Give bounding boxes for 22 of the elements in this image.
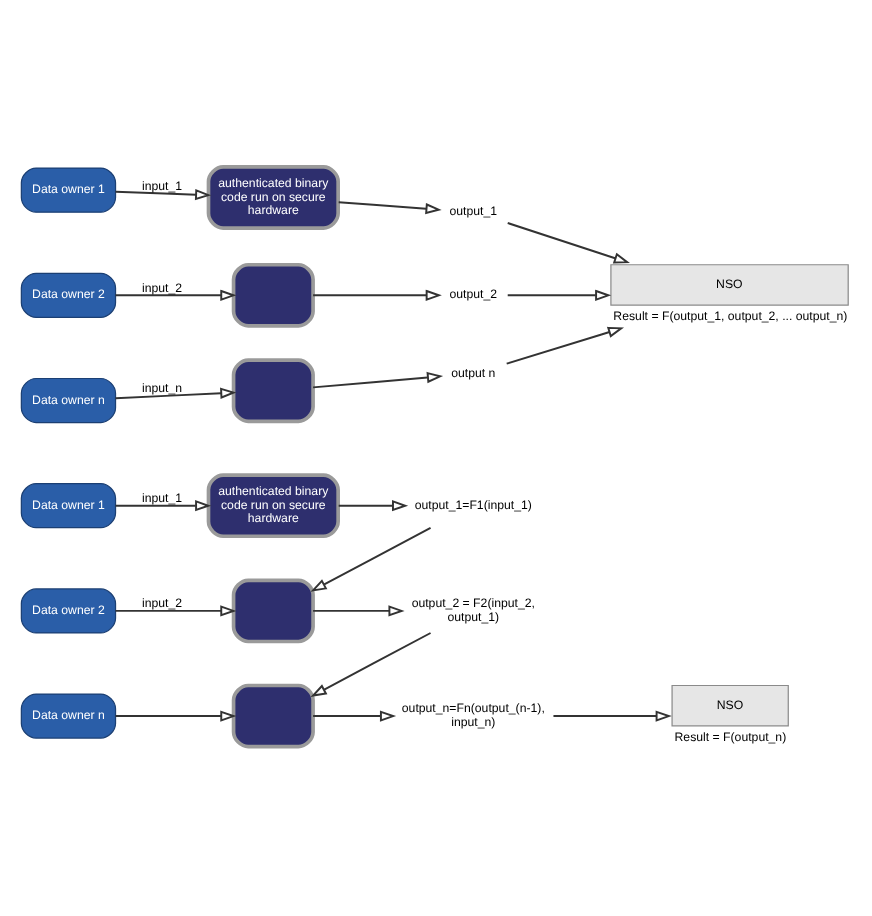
node-monitor bbox=[231, 262, 315, 328]
node-monitor bbox=[231, 683, 315, 749]
arrow bbox=[312, 710, 397, 722]
arrow bbox=[312, 289, 442, 301]
arrow bbox=[114, 605, 237, 617]
arrow bbox=[114, 289, 237, 301]
arrow bbox=[114, 387, 237, 400]
node-monitor bbox=[231, 358, 315, 424]
arrow bbox=[114, 189, 212, 201]
arrow bbox=[310, 632, 432, 697]
arrow bbox=[310, 526, 432, 592]
arrow bbox=[337, 500, 409, 512]
arrow bbox=[552, 710, 672, 722]
arrow bbox=[506, 289, 612, 301]
node-monitor bbox=[231, 578, 315, 644]
arrow bbox=[506, 222, 630, 264]
arrow bbox=[114, 500, 212, 512]
arrow bbox=[312, 605, 405, 617]
arrow bbox=[312, 371, 444, 389]
arrow bbox=[505, 326, 625, 365]
arrow bbox=[114, 710, 237, 722]
arrow bbox=[337, 201, 442, 215]
